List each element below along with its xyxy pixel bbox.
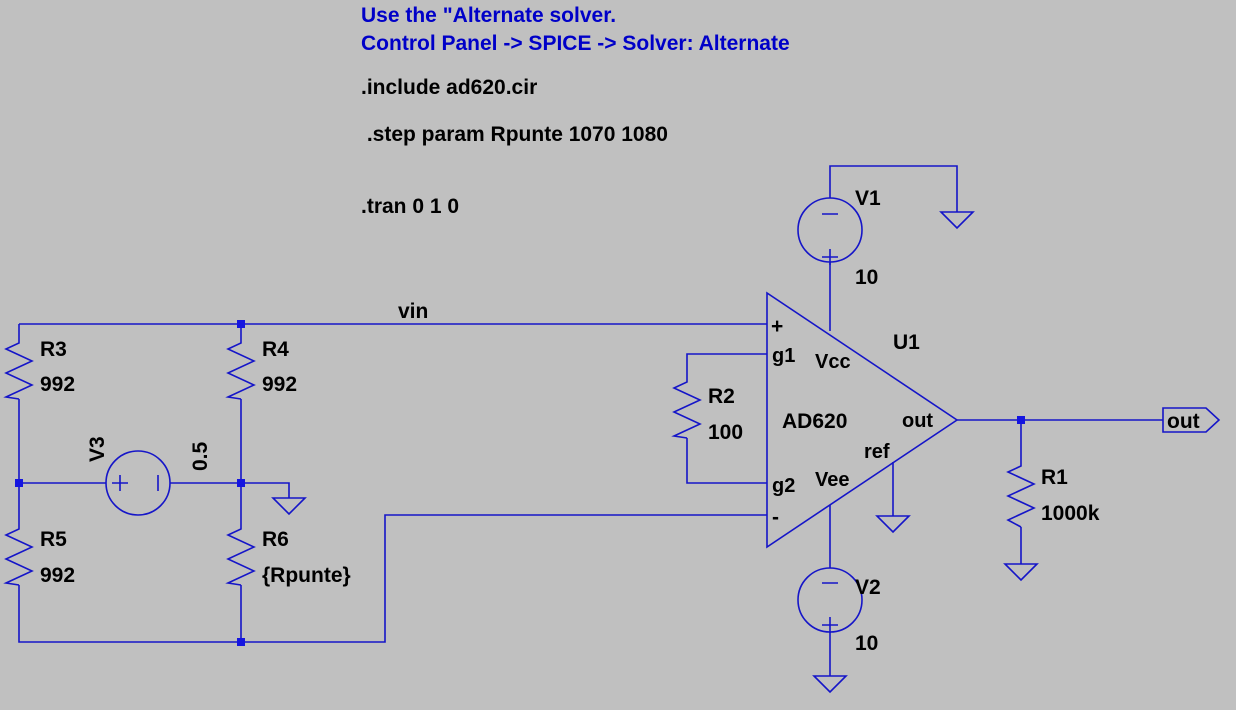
r6-value: {Rpunte}: [262, 564, 351, 587]
v2-value: 10: [855, 632, 878, 655]
u1-pin-vee: Vee: [815, 469, 849, 491]
net-label-vin[interactable]: vin: [398, 300, 428, 323]
u1-pin-out: out: [902, 410, 933, 432]
r3-name: R3: [40, 338, 67, 361]
v3-value: 0.5: [189, 441, 212, 471]
v3-name: V3: [86, 436, 109, 462]
r4-value: 992: [262, 373, 297, 396]
voltage-source-v1[interactable]: [797, 197, 863, 265]
v1-name: V1: [855, 187, 881, 210]
comment-line-1: Use the "Alternate solver.: [361, 4, 616, 27]
r6-name: R6: [262, 528, 289, 551]
wire-out[interactable]: [957, 419, 1163, 564]
u1-pin-minus: -: [772, 506, 779, 529]
voltage-source-v2[interactable]: [797, 567, 863, 633]
ground-icon: [1003, 563, 1039, 582]
resistor-r2[interactable]: [671, 376, 702, 439]
voltage-source-v3[interactable]: [105, 450, 171, 516]
resistor-r5[interactable]: [3, 523, 34, 586]
r5-value: 992: [40, 564, 75, 587]
wire-bottom[interactable]: [18, 514, 767, 643]
opamp-u1-symbol[interactable]: [766, 291, 959, 549]
r1-name: R1: [1041, 466, 1068, 489]
r3-value: 992: [40, 373, 75, 396]
r5-name: R5: [40, 528, 67, 551]
directive-include[interactable]: .include ad620.cir: [361, 76, 537, 99]
u1-part: AD620: [782, 410, 847, 433]
ground-icon: [271, 497, 307, 516]
ground-icon: [812, 675, 848, 694]
ground-icon: [875, 515, 911, 534]
u1-pin-vcc: Vcc: [815, 351, 851, 373]
u1-pin-g2: g2: [772, 475, 795, 497]
junctions: [15, 320, 1025, 646]
resistor-r4[interactable]: [225, 337, 256, 400]
u1-pin-plus: +: [771, 315, 783, 338]
net-label-out[interactable]: out: [1167, 410, 1200, 433]
r2-value: 100: [708, 421, 743, 444]
resistor-r3[interactable]: [3, 337, 34, 400]
directive-step[interactable]: .step param Rpunte 1070 1080: [361, 123, 668, 146]
r4-name: R4: [262, 338, 289, 361]
u1-pin-g1: g1: [772, 345, 795, 367]
resistor-r1[interactable]: [1006, 448, 1036, 528]
comment-line-2: Control Panel -> SPICE -> Solver: Altern…: [361, 32, 790, 55]
ground-icon: [939, 211, 975, 230]
u1-pin-ref: ref: [864, 441, 890, 463]
wires: [18, 165, 1163, 676]
net-label-out-flag[interactable]: [1162, 407, 1221, 433]
r1-value: 1000k: [1041, 502, 1100, 525]
v1-value: 10: [855, 266, 878, 289]
resistor-r6[interactable]: [225, 523, 256, 586]
v2-name: V2: [855, 576, 881, 599]
directive-tran[interactable]: .tran 0 1 0: [361, 195, 459, 218]
r2-name: R2: [708, 385, 735, 408]
u1-name: U1: [893, 331, 920, 354]
